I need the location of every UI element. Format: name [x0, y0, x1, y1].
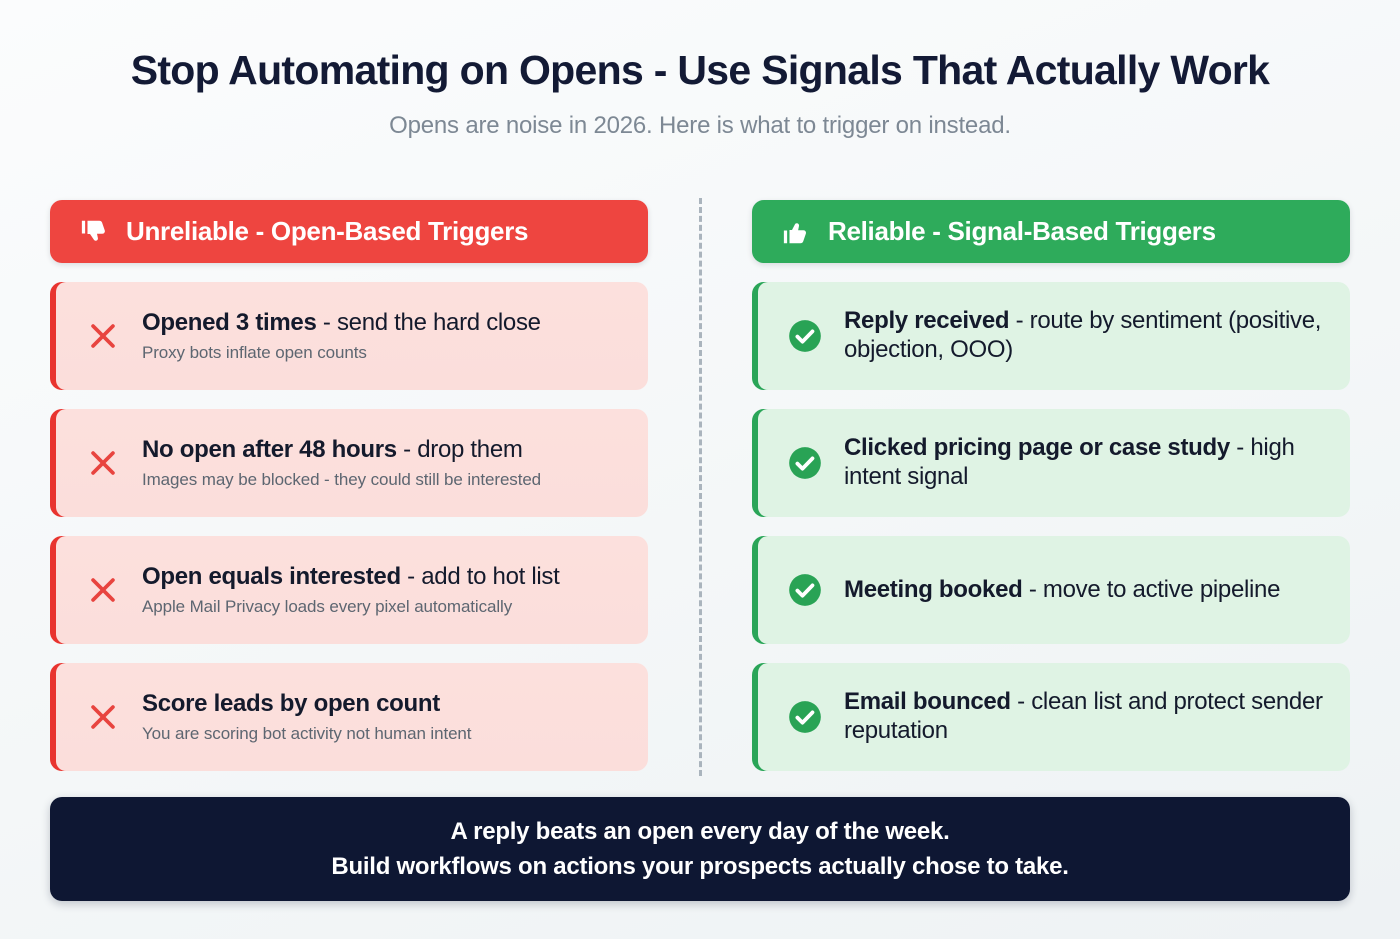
card-subtitle: Apple Mail Privacy loads every pixel aut…: [142, 596, 513, 616]
thumbs-up-icon: [782, 217, 812, 247]
card-body: Reply received - route by sentiment (pos…: [844, 307, 1350, 365]
card-title: Meeting booked - move to active pipeline: [844, 575, 1281, 603]
header: Stop Automating on Opens - Use Signals T…: [0, 0, 1400, 140]
footer-banner: A reply beats an open every day of the w…: [50, 797, 1350, 901]
card-subtitle: You are scoring bot activity not human i…: [142, 723, 472, 743]
card-accent-bar: [50, 536, 66, 644]
card-title: Reply received - route by sentiment (pos…: [844, 307, 1322, 363]
page-subtitle: Opens are noise in 2026. Here is what to…: [389, 111, 1011, 139]
cross-mark-icon: [80, 446, 126, 480]
card-body: Score leads by open count You are scorin…: [142, 690, 489, 744]
card-body: Opened 3 times - send the hard close Pro…: [142, 309, 559, 363]
card-body: Clicked pricing page or case study - hig…: [844, 434, 1350, 492]
column-header-reliable: Reliable - Signal-Based Triggers: [752, 200, 1350, 263]
comparison-columns: Unreliable - Open-Based Triggers Opened …: [50, 200, 1350, 771]
list-item: Open equals interested - add to hot list…: [50, 536, 648, 644]
check-circle-icon: [782, 571, 828, 609]
card-title: Open equals interested - add to hot list: [142, 563, 560, 591]
column-reliable: Reliable - Signal-Based Triggers Reply r…: [752, 200, 1350, 771]
card-title: Clicked pricing page or case study - hig…: [844, 434, 1295, 490]
cross-mark-icon: [80, 319, 126, 353]
column-header-label: Reliable - Signal-Based Triggers: [828, 216, 1216, 246]
card-accent-bar: [752, 663, 768, 771]
footer-line-1: A reply beats an open every day of the w…: [450, 817, 950, 845]
footer-line-2: Build workflows on actions your prospect…: [331, 852, 1069, 880]
column-unreliable: Unreliable - Open-Based Triggers Opened …: [50, 200, 648, 771]
list-item: No open after 48 hours - drop them Image…: [50, 409, 648, 517]
card-accent-bar: [752, 409, 768, 517]
card-body: Open equals interested - add to hot list…: [142, 563, 578, 617]
card-subtitle: Proxy bots inflate open counts: [142, 342, 367, 362]
cross-mark-icon: [80, 573, 126, 607]
card-accent-bar: [50, 282, 66, 390]
card-body: No open after 48 hours - drop them Image…: [142, 436, 559, 490]
card-title: Email bounced - clean list and protect s…: [844, 688, 1323, 744]
list-item: Opened 3 times - send the hard close Pro…: [50, 282, 648, 390]
card-body: Email bounced - clean list and protect s…: [844, 688, 1350, 746]
column-header-unreliable: Unreliable - Open-Based Triggers: [50, 200, 648, 263]
card-title: Score leads by open count: [142, 690, 440, 718]
cross-mark-icon: [80, 700, 126, 734]
card-accent-bar: [50, 663, 66, 771]
list-item: Score leads by open count You are scorin…: [50, 663, 648, 771]
list-item: Reply received - route by sentiment (pos…: [752, 282, 1350, 390]
card-title: Opened 3 times - send the hard close: [142, 309, 541, 337]
check-circle-icon: [782, 698, 828, 736]
list-item: Meeting booked - move to active pipeline: [752, 536, 1350, 644]
card-title: No open after 48 hours - drop them: [142, 436, 523, 464]
list-item: Email bounced - clean list and protect s…: [752, 663, 1350, 771]
page-title: Stop Automating on Opens - Use Signals T…: [130, 47, 1270, 93]
card-subtitle: Images may be blocked - they could still…: [142, 469, 542, 489]
check-circle-icon: [782, 317, 828, 355]
thumbs-down-icon: [80, 217, 110, 247]
column-divider: [699, 198, 702, 776]
column-header-label: Unreliable - Open-Based Triggers: [126, 216, 529, 246]
check-circle-icon: [782, 444, 828, 482]
card-accent-bar: [752, 282, 768, 390]
card-body: Meeting booked - move to active pipeline: [844, 576, 1298, 605]
list-item: Clicked pricing page or case study - hig…: [752, 409, 1350, 517]
card-accent-bar: [752, 536, 768, 644]
card-accent-bar: [50, 409, 66, 517]
